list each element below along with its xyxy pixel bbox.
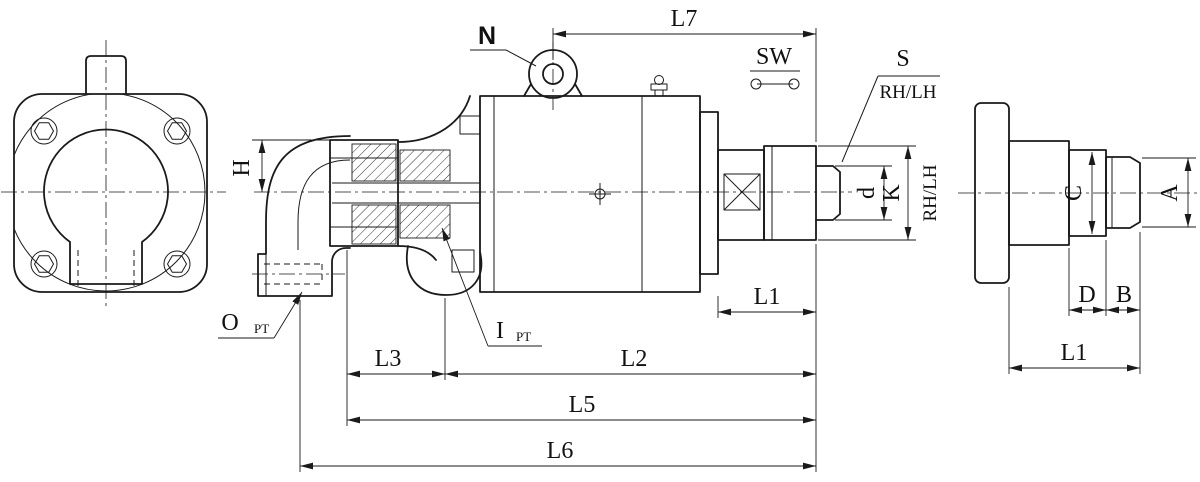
relief-plug: [451, 249, 475, 273]
label-i: I: [496, 318, 504, 344]
cover-curve-bottom: [397, 245, 437, 261]
label-n: N: [478, 22, 496, 50]
rotor-shaft-view: C A D B L1: [958, 102, 1198, 374]
dimensions-right: C A D B L1: [1008, 152, 1196, 374]
label-o-pt: PT: [254, 321, 269, 336]
dim-label-d: d: [854, 187, 880, 199]
dim-label-a: A: [1157, 184, 1183, 202]
bolt-hole: [30, 117, 58, 145]
dim-label-l1: L1: [754, 284, 781, 310]
dim-label-d-cap: D: [1078, 282, 1095, 308]
dim-label-c: C: [1061, 185, 1087, 201]
flange-outline: [13, 93, 208, 293]
dim-label-l2: L2: [621, 346, 648, 372]
shaft-collar: [763, 145, 817, 241]
flange-front-view: [1, 40, 226, 310]
label-s: S: [896, 46, 909, 72]
label-o: O: [221, 310, 238, 336]
shaft-thread-end: [1105, 156, 1141, 229]
keyway-symbol: [723, 173, 761, 211]
inlet-port-lobe: [406, 245, 483, 296]
dimensions: L7 N SW S RH/LH H: [218, 6, 941, 472]
bolt-hole: [163, 250, 191, 278]
end-cap: [699, 111, 719, 275]
label-sw: SW: [756, 44, 792, 70]
top-tab: [85, 55, 127, 95]
grease-fitting-icon: [650, 75, 668, 96]
assembly-section-view: L7 N SW S RH/LH H: [218, 6, 941, 472]
wrench-icon: [750, 78, 800, 90]
bolt-hole: [30, 250, 58, 278]
label-rh-lh-vertical: RH/LH: [920, 164, 941, 221]
dim-label-l6: L6: [547, 438, 574, 464]
dim-label-l7: L7: [671, 6, 698, 32]
main-housing: [459, 95, 719, 293]
elbow-fitting: [257, 135, 351, 297]
dim-label-l1-shaft: L1: [1061, 340, 1088, 366]
dim-label-b: B: [1116, 282, 1132, 308]
rotor-shaft: [717, 145, 841, 241]
cover-curve-top: [397, 95, 471, 143]
center-mark: [589, 183, 611, 205]
plug-fitting: [459, 115, 481, 135]
label-rh-lh: RH/LH: [880, 82, 937, 103]
union-nut: [329, 139, 399, 247]
dim-label-l3: L3: [375, 346, 402, 372]
hatch-section: [351, 143, 451, 245]
body-silhouette-arc: [14, 94, 206, 292]
bolt-hole: [163, 117, 191, 145]
center-bore: [43, 128, 169, 285]
label-i-pt: PT: [516, 329, 531, 344]
dim-label-k: K: [879, 184, 905, 202]
threaded-tip: [815, 165, 841, 221]
dim-label-h: H: [229, 159, 255, 176]
dim-label-l5: L5: [569, 392, 596, 418]
